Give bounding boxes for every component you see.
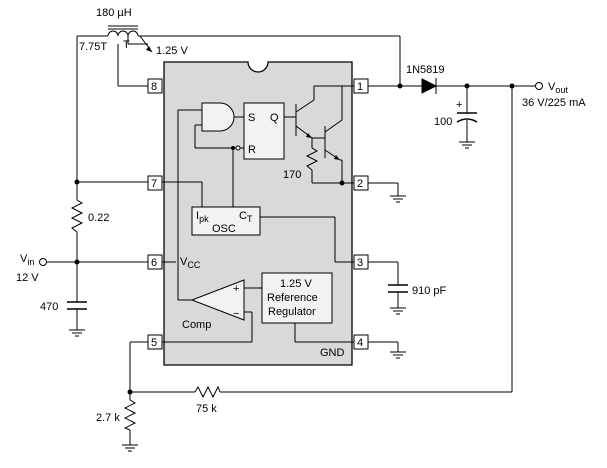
wiring: [47, 35, 535, 445]
ref-line3: Regulator: [268, 306, 316, 318]
darlington-transistors: [295, 85, 354, 184]
comp-plus: +: [233, 283, 239, 295]
pin-5-label: 5: [151, 337, 157, 349]
input-cap-value: 470: [40, 301, 58, 313]
oscillator-block: [191, 206, 261, 236]
output-cap-polarity: +: [456, 99, 462, 111]
pin-2-label: 2: [357, 178, 363, 190]
ref-line1: 1.25 V: [280, 278, 312, 290]
osc-label: OSC: [212, 223, 236, 235]
and-gate: [201, 102, 244, 132]
vout-terminal: [535, 82, 543, 90]
sr-latch: [243, 102, 285, 160]
vin-voltage: 12 V: [16, 272, 39, 284]
pin-6-label: 6: [151, 257, 157, 269]
latch-s: S: [248, 112, 255, 124]
pin-4-label: 4: [357, 337, 363, 349]
diode-label: 1N5819: [406, 64, 445, 76]
output-cap-value: 100: [434, 116, 452, 128]
pin-3-label: 3: [357, 257, 363, 269]
inductor: [107, 25, 153, 53]
vin-label: Vin: [20, 253, 34, 267]
vin-terminal: [39, 258, 47, 266]
input-capacitor: [67, 301, 87, 337]
ground-divider: [122, 444, 138, 452]
output-capacitor: [456, 112, 478, 149]
comp-minus: −: [233, 308, 239, 320]
ground-pin2: [390, 195, 406, 203]
timing-cap-value: 910 pF: [412, 285, 447, 297]
tap-voltage: 1.25 V: [156, 45, 188, 57]
inductor-value: 180 µH: [96, 7, 132, 19]
pin-1-label: 1: [357, 81, 363, 93]
vcc-label: VCC: [180, 256, 201, 270]
ct-label: CT: [239, 210, 253, 224]
base-resistor-value: 170: [283, 169, 301, 181]
latch-q: Q: [270, 112, 279, 124]
feedback-resistor: [194, 385, 221, 399]
comp-label: Comp: [182, 319, 211, 331]
comparator: [162, 279, 262, 343]
pin-7-label: 7: [151, 178, 157, 190]
pin-8-label: 8: [151, 81, 157, 93]
ipk-label: Ipk: [196, 210, 209, 224]
sense-resistor-value: 0.22: [88, 212, 109, 224]
gnd-label: GND: [320, 347, 345, 359]
sense-resistor: [70, 199, 84, 233]
diode-symbol: [421, 78, 438, 94]
inductor-tap-label: T: [123, 39, 130, 51]
latch-r: R: [248, 144, 256, 156]
feedback-resistor-value: 75 k: [196, 403, 217, 415]
bottom-resistor: [123, 399, 137, 431]
inductor-turns: 7.75T: [79, 41, 107, 53]
vout-label: Vout: [548, 81, 568, 95]
reference-regulator: [261, 272, 354, 343]
ground-pin4: [390, 351, 406, 359]
timing-capacitor: [388, 284, 408, 315]
ref-line2: Reference: [267, 292, 318, 304]
vout-spec: 36 V/225 mA: [522, 97, 586, 109]
bottom-resistor-value: 2.7 k: [96, 412, 120, 424]
osc-wiring: [162, 181, 354, 263]
